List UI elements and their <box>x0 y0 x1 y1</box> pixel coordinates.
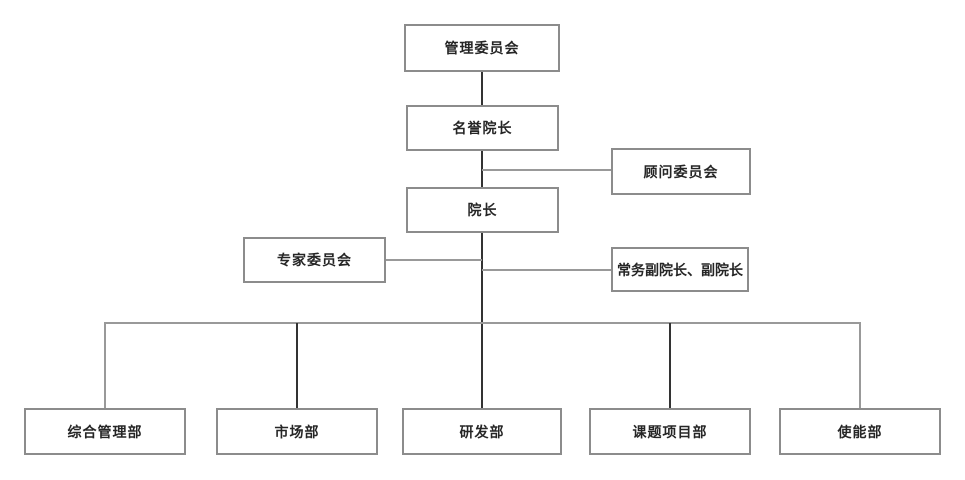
connector-trunk-bottom <box>481 233 483 408</box>
node-label: 专家委员会 <box>277 252 352 268</box>
node-management-committee[interactable]: 管理委员会 <box>404 24 560 72</box>
node-label: 课题项目部 <box>632 423 708 440</box>
node-label: 名誉院长 <box>452 120 513 136</box>
node-label: 管理委员会 <box>444 40 520 56</box>
connector-drop-projects <box>669 323 671 408</box>
node-dept-projects[interactable]: 课题项目部 <box>589 408 751 455</box>
node-dept-rnd[interactable]: 研发部 <box>402 408 562 455</box>
connector-drop-general-management <box>104 322 106 408</box>
connector-expert-committee <box>386 259 482 261</box>
connector-department-bus <box>104 322 861 324</box>
node-label: 市场部 <box>274 423 320 440</box>
node-dept-marketing[interactable]: 市场部 <box>216 408 378 455</box>
node-advisory-committee[interactable]: 顾问委员会 <box>611 148 751 195</box>
node-dean[interactable]: 院长 <box>406 187 559 233</box>
node-label: 院长 <box>467 202 498 218</box>
connector-drop-marketing <box>296 323 298 408</box>
node-label: 研发部 <box>459 423 505 440</box>
node-dept-general-management[interactable]: 综合管理部 <box>24 408 186 455</box>
connector-drop-enablement <box>859 322 861 408</box>
node-label: 综合管理部 <box>67 423 143 440</box>
node-label: 顾问委员会 <box>643 163 719 180</box>
node-expert-committee[interactable]: 专家委员会 <box>243 237 386 283</box>
connector-trunk-top <box>481 72 483 105</box>
node-label: 使能部 <box>837 423 883 440</box>
connector-advisory-committee <box>482 169 611 171</box>
node-label: 常务副院长、副院长 <box>617 261 743 278</box>
connector-vice-deans <box>482 269 611 271</box>
node-honorary-dean[interactable]: 名誉院长 <box>406 105 559 151</box>
node-dept-enablement[interactable]: 使能部 <box>779 408 941 455</box>
node-vice-deans[interactable]: 常务副院长、副院长 <box>611 247 749 292</box>
